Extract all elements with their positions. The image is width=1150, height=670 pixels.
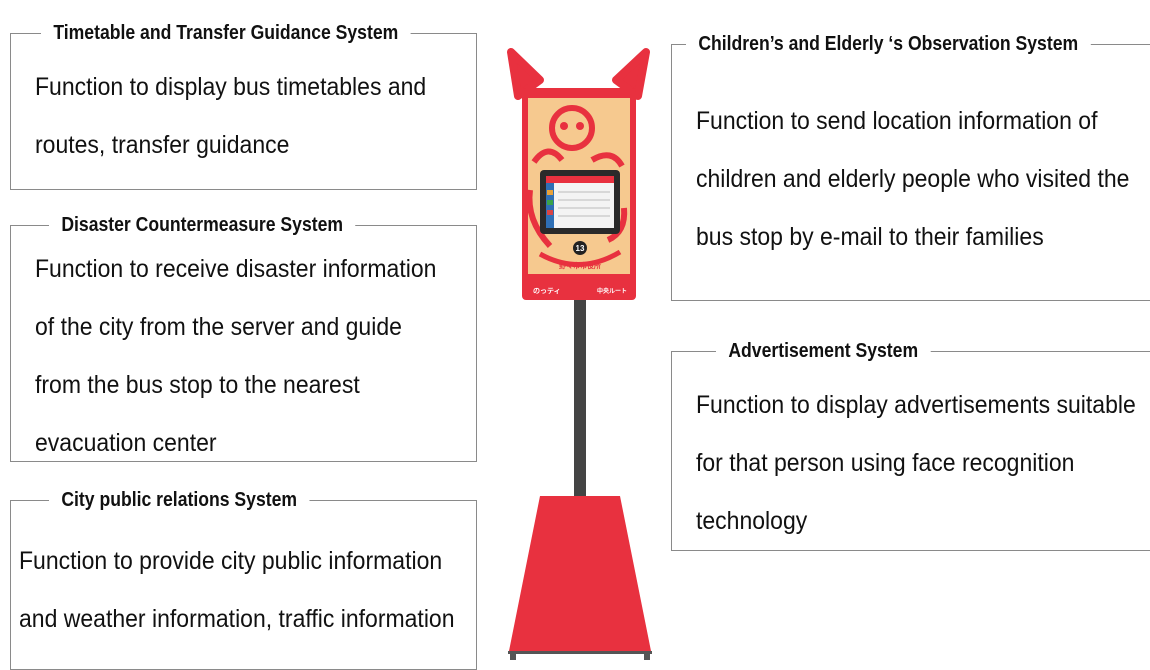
- observation-system-box: Children’s and Elderly ‘s Observation Sy…: [671, 32, 1150, 301]
- observation-system-line-2: children and elderly people who visited …: [696, 165, 1130, 193]
- disaster-system-line-4: evacuation center: [35, 429, 217, 457]
- timetable-system-line-1: Function to display bus timetables and: [35, 73, 427, 101]
- disaster-system-line-3: from the bus stop to the nearest: [35, 371, 360, 399]
- kiosk-screen: [546, 176, 614, 228]
- city-pr-system-line-2: and weather information, traffic informa…: [19, 605, 455, 633]
- advertisement-system-title: Advertisement System: [716, 339, 931, 363]
- stop-name: 野々市市役所: [559, 261, 601, 270]
- disaster-system-line-1: Function to receive disaster information: [35, 255, 437, 283]
- disaster-system-title: Disaster Countermeasure System: [49, 213, 356, 237]
- kiosk-base: [509, 496, 651, 651]
- route-label: 中央ルート: [597, 287, 627, 295]
- observation-system-line-3: bus stop by e-mail to their families: [696, 223, 1044, 251]
- observation-system-line-1: Function to send location information of: [696, 107, 1098, 135]
- disaster-system-box: Disaster Countermeasure System Function …: [10, 213, 477, 462]
- kiosk-pole: [574, 300, 586, 496]
- advertisement-system-line-3: technology: [696, 507, 808, 535]
- city-pr-system-line-1: Function to provide city public informat…: [19, 547, 443, 575]
- brand-logo: のっティ: [533, 287, 561, 295]
- timetable-system-box: Timetable and Transfer Guidance System F…: [10, 21, 477, 190]
- timetable-system-line-2: routes, transfer guidance: [35, 131, 290, 159]
- city-pr-system-title: City public relations System: [49, 488, 310, 512]
- advertisement-system-line-2: for that person using face recognition: [696, 449, 1075, 477]
- advertisement-system-line-1: Function to display advertisements suita…: [696, 391, 1136, 419]
- observation-system-title: Children’s and Elderly ‘s Observation Sy…: [686, 32, 1091, 56]
- advertisement-system-box: Advertisement System Function to display…: [671, 339, 1150, 551]
- timetable-system-title: Timetable and Transfer Guidance System: [41, 21, 411, 45]
- disaster-system-line-2: of the city from the server and guide: [35, 313, 402, 341]
- stop-number: 13: [576, 244, 585, 253]
- stop-number-badge: [573, 241, 587, 255]
- city-pr-system-box: City public relations System Function to…: [10, 488, 477, 670]
- smart-bus-stop-illustration: 13 野々市市役所 のっティ 中央ルート: [507, 48, 652, 660]
